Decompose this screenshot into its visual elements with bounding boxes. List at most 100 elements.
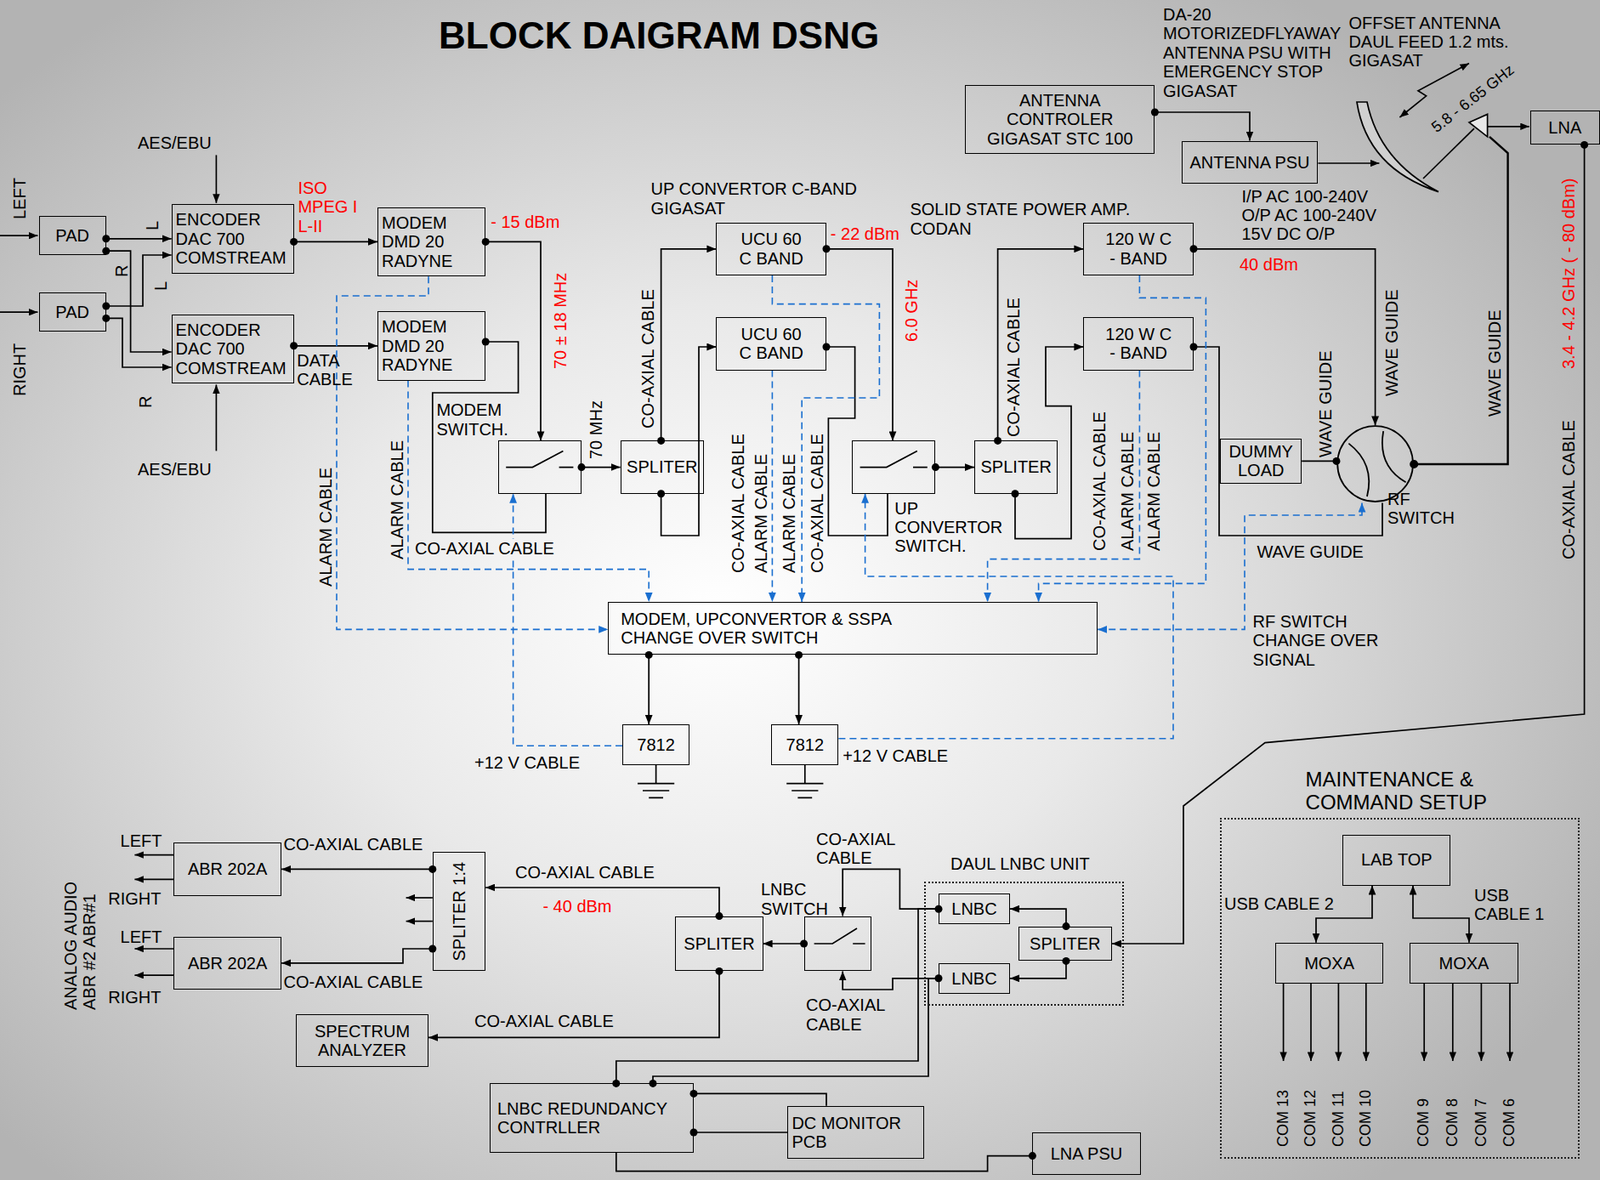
block-box: ANTENNA PSU — [1181, 141, 1319, 184]
block-box: LNBC — [938, 893, 1010, 925]
cable-label: R — [136, 396, 155, 409]
rf-switch-circle: RF SWITCH — [1336, 425, 1414, 503]
block-label: ANTENNA PSU — [1189, 153, 1310, 172]
block-heading: UP CONVERTOR SWITCH. — [894, 499, 1003, 557]
signal-line — [281, 868, 433, 871]
block-label: 7812 — [636, 735, 676, 755]
signal-line — [1112, 144, 1585, 944]
junction-dot — [289, 341, 298, 350]
junction-dot — [1011, 489, 1020, 498]
signal-level: ISO MPEG I L-II — [297, 178, 368, 236]
block-box: UCU 60 C BAND — [715, 222, 827, 276]
signal-line — [294, 241, 378, 244]
signal-level: 3.4 - 4.2 GHz ( - 80 dBm) — [1559, 178, 1578, 370]
signal-line — [485, 887, 720, 917]
junction-dot — [102, 302, 110, 311]
block-box: SPLITER — [675, 916, 763, 972]
cable-label: 5.8 - 6.65 GHz — [1428, 61, 1518, 137]
block-box: ENCODER DAC 700 COMSTREAM — [171, 314, 295, 385]
cable-label: USB CABLE 2 — [1224, 894, 1334, 914]
cable-label: AES/EBU — [137, 459, 212, 479]
block-box: UCU 60 C BAND — [715, 317, 827, 370]
signal-line — [1301, 460, 1337, 463]
block-label: UCU 60 C BAND — [735, 229, 807, 268]
signal-line — [1193, 346, 1383, 536]
junction-dot — [822, 343, 831, 352]
junction-dot — [1190, 244, 1198, 253]
cable-label: CO-AXIAL CABLE — [728, 434, 748, 574]
cable-label: COM 6 — [1500, 1098, 1518, 1147]
block-box: SPLITER 1:4 — [432, 851, 486, 971]
input-wire — [0, 311, 38, 313]
com-port-line — [1338, 983, 1340, 1061]
block-label: ABR 202A — [187, 953, 267, 973]
cable-label: L — [142, 221, 162, 231]
block-label: MODEM DMD 20 RADYNE — [381, 213, 482, 271]
signal-level: 40 dBm — [1239, 255, 1299, 274]
psu-to-antenna — [1317, 162, 1379, 165]
cable-label: COM 8 — [1443, 1098, 1461, 1147]
cable-label: ALARM CABLE — [316, 467, 335, 587]
cable-label: CO-AXIAL CABLE — [816, 829, 908, 869]
signal-line — [661, 249, 717, 442]
junction-dot — [1151, 108, 1159, 117]
block-box: ENCODER DAC 700 COMSTREAM — [171, 204, 295, 274]
junction-dot — [645, 651, 653, 659]
antenna-feed — [1469, 113, 1488, 137]
audio-output — [134, 879, 174, 881]
block-box: MODEM DMD 20 RADYNE — [377, 207, 486, 278]
block-label: SPLITER — [1029, 934, 1101, 954]
block-box: DUMMY LOAD — [1219, 438, 1302, 484]
block-label: MODEM, UPCONVERTOR & SSPA CHANGE OVER SW… — [620, 609, 922, 648]
block-label: MOXA — [1304, 953, 1355, 973]
cable-label: CO-AXIAL CABLE — [1089, 411, 1109, 551]
signal-line — [693, 1093, 827, 1106]
signal-line — [106, 317, 172, 368]
block-label: LNBC — [951, 969, 997, 988]
block-label: SPECTRUM ANALYZER — [300, 1021, 425, 1061]
cable-label: ALARM CABLE — [1144, 431, 1164, 551]
cable-label: COM 12 — [1301, 1089, 1319, 1147]
junction-dot — [1580, 141, 1589, 149]
signal-level: 6.0 GHz — [902, 279, 921, 342]
cable-label: CO-AXIAL CABLE — [1004, 297, 1023, 437]
cable-label: RF SWITCH CHANGE OVER SIGNAL — [1253, 612, 1396, 670]
junction-dot — [690, 1129, 698, 1137]
alarm-line — [513, 493, 623, 746]
block-label: SPLITER — [981, 457, 1052, 477]
signal-line — [428, 970, 720, 1038]
cable-label: CO-AXIAL CABLE — [474, 1011, 614, 1031]
ground-symbol — [637, 765, 675, 798]
cable-label: ALARM CABLE — [779, 453, 799, 574]
block-box: MOXA — [1409, 942, 1518, 984]
alarm-line — [771, 370, 774, 602]
cable-label: DA-20 MOTORIZEDFLYAWAY ANTENNA PSU WITH … — [1163, 5, 1357, 101]
aes-input — [215, 384, 218, 451]
junction-dot — [102, 234, 110, 243]
switch-box: UP CONVERTOR SWITCH. — [851, 440, 936, 494]
junction-dot — [1062, 957, 1071, 965]
block-label: UCU 60 C BAND — [735, 324, 807, 364]
cable-label: I/P AC 100-240V O/P AC 100-240V 15V DC O… — [1241, 187, 1395, 244]
signal-line — [693, 1131, 788, 1134]
junction-dot — [1410, 460, 1418, 468]
input-wire — [0, 234, 38, 237]
junction-dot — [289, 238, 298, 246]
block-label: ENCODER DAC 700 COMSTREAM — [175, 209, 290, 267]
block-label: ABR 202A — [187, 859, 267, 879]
signal-line — [106, 238, 172, 240]
junction-dot — [657, 489, 665, 498]
signal-line — [798, 654, 800, 725]
junction-dot — [931, 463, 940, 471]
signal-line — [294, 345, 378, 347]
block-label: LAB TOP — [1361, 850, 1433, 869]
signal-line — [1009, 908, 1067, 926]
block-box: LNBC — [938, 963, 1010, 994]
signal-line — [1412, 885, 1470, 943]
block-label: 120 W C - BAND — [1100, 324, 1177, 364]
cable-label: CO-AXIAL CABLE — [807, 434, 827, 574]
block-box: PAD — [39, 292, 107, 332]
block-label: LNBC — [951, 899, 997, 919]
signal-level: - 15 dBm — [490, 212, 560, 232]
